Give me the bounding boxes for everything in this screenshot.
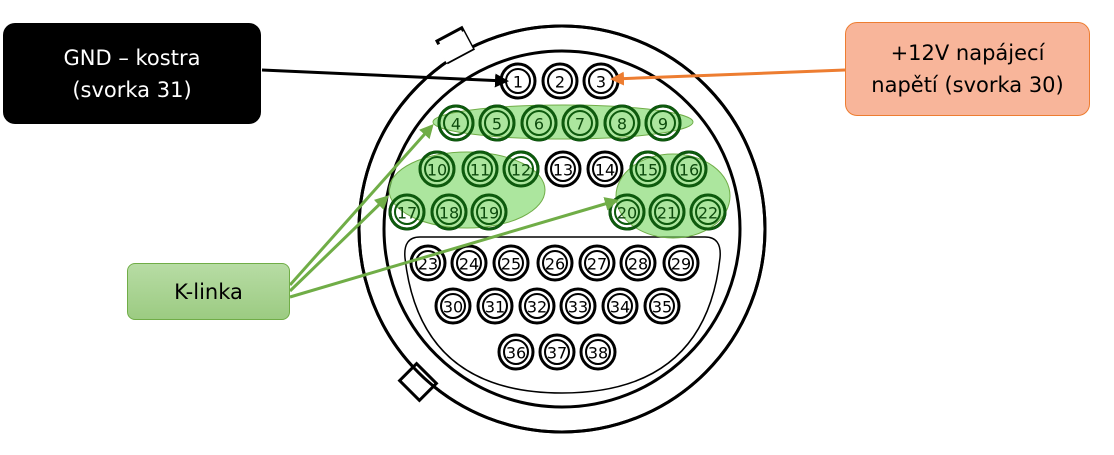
pin-32: 32 <box>518 287 556 325</box>
pin-21: 21 <box>648 193 686 231</box>
pin-7: 7 <box>561 104 599 142</box>
pin-2: 2 <box>541 62 579 100</box>
pin-number: 8 <box>617 115 627 134</box>
gnd-arrow <box>261 68 509 88</box>
pin-28: 28 <box>619 244 657 282</box>
pin-18: 18 <box>430 193 468 231</box>
pin-27: 27 <box>578 244 616 282</box>
pin-number: 4 <box>451 115 461 134</box>
pin-number: 27 <box>587 255 607 274</box>
pin-number: 24 <box>459 255 479 274</box>
pin-number: 7 <box>575 115 585 134</box>
pin-number: 34 <box>610 298 630 317</box>
pin-number: 6 <box>534 115 544 134</box>
pin-number: 25 <box>501 255 521 274</box>
pin-31: 31 <box>476 287 514 325</box>
pin-number: 12 <box>511 161 531 180</box>
pin-5: 5 <box>478 104 516 142</box>
pin-8: 8 <box>603 104 641 142</box>
pin-4: 4 <box>437 104 475 142</box>
pin-1: 1 <box>499 62 537 100</box>
pin-number: 10 <box>427 161 447 180</box>
pin-number: 14 <box>595 161 615 180</box>
gnd-label-box: GND – kostra (svorka 31) <box>3 23 261 124</box>
pin-number: 2 <box>555 73 565 92</box>
pin-number: 19 <box>479 204 499 223</box>
pin-35: 35 <box>643 287 681 325</box>
pin-15: 15 <box>629 150 667 188</box>
gnd-line1: GND – kostra <box>63 45 201 70</box>
pin-3: 3 <box>582 62 620 100</box>
pin-number: 21 <box>657 204 677 223</box>
pin-22: 22 <box>689 193 727 231</box>
pin-number: 16 <box>679 161 699 180</box>
pin-6: 6 <box>520 104 558 142</box>
pin-number: 11 <box>470 161 490 180</box>
pin-30: 30 <box>434 287 472 325</box>
pin-19: 19 <box>470 193 508 231</box>
pin-number: 30 <box>443 298 463 317</box>
pin-number: 5 <box>492 115 502 134</box>
pin-number: 36 <box>506 344 526 363</box>
pin-24: 24 <box>450 244 488 282</box>
pin-number: 33 <box>568 298 588 317</box>
pin-number: 38 <box>588 344 608 363</box>
klinka-arrow-1 <box>288 124 434 286</box>
pin-23: 23 <box>409 244 447 282</box>
pin-number: 35 <box>652 298 672 317</box>
pin-number: 29 <box>671 255 691 274</box>
pin-17: 17 <box>388 193 426 231</box>
pin-34: 34 <box>601 287 639 325</box>
pin-36: 36 <box>497 333 535 371</box>
pin-number: 31 <box>485 298 505 317</box>
pin-number: 9 <box>658 115 668 134</box>
klinka-label: K-linka <box>174 279 243 304</box>
pin-number: 15 <box>638 161 658 180</box>
pin-25: 25 <box>492 244 530 282</box>
v12-label-box: +12V napájecí napětí (svorka 30) <box>845 22 1090 116</box>
klinka-label-box: K-linka <box>127 263 290 320</box>
pin-9: 9 <box>644 104 682 142</box>
pin-12: 12 <box>502 150 540 188</box>
pin-10: 10 <box>418 150 456 188</box>
pin-group-highlighted: 4 5 6 7 8 9 10 11 12 15 16 17 18 19 20 21 22 <box>388 104 727 231</box>
v12-arrow <box>610 68 846 86</box>
pin-16: 16 <box>670 150 708 188</box>
v12-line2: napětí (svorka 30) <box>871 73 1064 97</box>
klinka-arrow-3 <box>289 197 619 299</box>
pin-number: 1 <box>513 73 523 92</box>
pin-14: 14 <box>586 150 624 188</box>
pin-26: 26 <box>536 244 574 282</box>
pin-number: 28 <box>628 255 648 274</box>
klinka-arrow-2 <box>288 195 389 293</box>
pin-37: 37 <box>538 333 576 371</box>
pin-number: 18 <box>439 204 459 223</box>
pin-20: 20 <box>608 193 646 231</box>
pin-29: 29 <box>662 244 700 282</box>
pin-number: 37 <box>547 344 567 363</box>
pin-33: 33 <box>559 287 597 325</box>
pin-number: 17 <box>397 204 417 223</box>
gnd-line2: (svorka 31) <box>72 77 192 102</box>
pin-number: 22 <box>698 204 718 223</box>
pin-number: 3 <box>596 73 606 92</box>
pin-11: 11 <box>461 150 499 188</box>
pin-number: 13 <box>553 161 573 180</box>
v12-line1: +12V napájecí <box>890 41 1045 65</box>
pin-13: 13 <box>544 150 582 188</box>
pin-38: 38 <box>579 333 617 371</box>
pin-number: 32 <box>527 298 547 317</box>
pin-number: 20 <box>617 204 637 223</box>
pin-number: 26 <box>545 255 565 274</box>
